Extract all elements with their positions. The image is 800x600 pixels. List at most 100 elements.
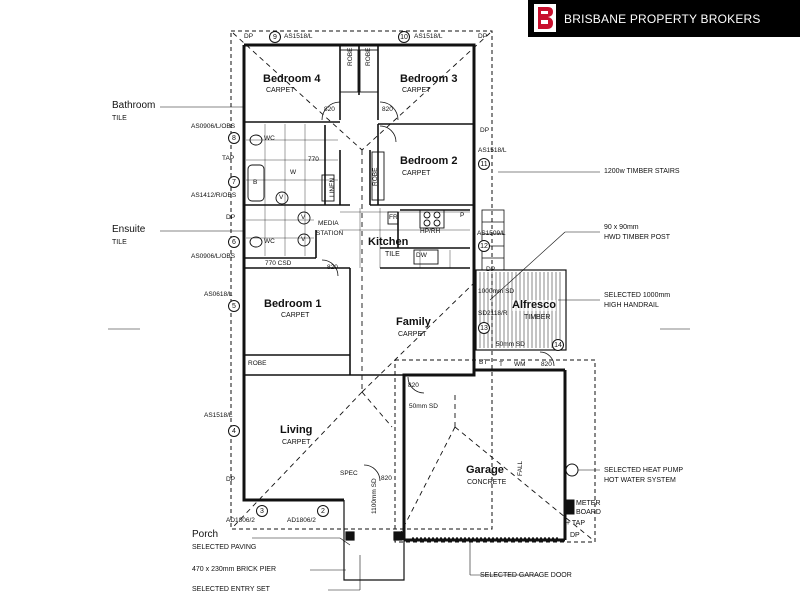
meter-callout-line2: BOARD bbox=[576, 509, 601, 516]
bedroom2-floor: CARPET bbox=[402, 170, 431, 177]
vanity-label: V bbox=[301, 214, 306, 221]
washer-label: W bbox=[290, 169, 297, 176]
bt-label: BT bbox=[479, 359, 488, 366]
downpipe-label: DP bbox=[480, 127, 490, 134]
window-marker: 6 bbox=[228, 236, 240, 248]
handrail-callout-line2: HIGH HANDRAIL bbox=[604, 302, 659, 309]
pantry-label: P bbox=[460, 212, 465, 219]
brand-logo-icon bbox=[534, 4, 556, 32]
porch-outline bbox=[343, 500, 405, 581]
robe-label: ROBE bbox=[347, 47, 354, 66]
window-marker: 11 bbox=[478, 158, 490, 170]
brand-banner: BRISBANE PROPERTY BROKERS bbox=[528, 0, 800, 37]
media-label: MEDIA bbox=[318, 220, 339, 227]
window-marker: 13 bbox=[478, 322, 490, 334]
kitchen-floor: TILE bbox=[385, 251, 400, 258]
bedroom1-label: Bedroom 1 bbox=[264, 298, 322, 310]
washing-machine-label: WM bbox=[514, 361, 526, 368]
robe-label: ROBE bbox=[372, 167, 379, 186]
garage-label: Garage bbox=[466, 464, 504, 476]
hotplate-label: HP/RH bbox=[420, 228, 441, 235]
bedroom1-floor: CARPET bbox=[281, 312, 310, 319]
tub-label: T bbox=[499, 361, 503, 368]
tile-grid bbox=[246, 124, 470, 268]
window-marker: 3 bbox=[256, 505, 268, 517]
window-code: AS1412/R/OBS bbox=[191, 192, 237, 199]
window-marker: 5 bbox=[228, 300, 240, 312]
window-marker: 7 bbox=[228, 176, 240, 188]
tap-callout: + TAP bbox=[566, 520, 586, 527]
window-code: AS1518/L bbox=[284, 33, 313, 40]
window-code: AS0618/L bbox=[204, 291, 233, 298]
bedroom3-floor: CARPET bbox=[402, 87, 431, 94]
window-marker: 12 bbox=[478, 240, 490, 252]
door-width: 820 bbox=[541, 361, 552, 368]
door-width: 770 bbox=[308, 156, 319, 163]
post-callout-line2: HWD TIMBER POST bbox=[604, 234, 670, 241]
bathroom-floor: TILE bbox=[112, 115, 127, 122]
window-code: AS0906/L/OBS bbox=[191, 253, 236, 260]
callout-leaders bbox=[108, 106, 690, 591]
brand-name: BRISBANE PROPERTY BROKERS bbox=[564, 12, 761, 26]
ensuite-label: Ensuite bbox=[112, 224, 146, 235]
bedroom4-label: Bedroom 4 bbox=[263, 73, 321, 85]
downpipe-label: DP bbox=[226, 214, 236, 221]
porch-floor: SELECTED PAVING bbox=[192, 544, 257, 551]
post-callout-line1: 90 x 90mm bbox=[604, 224, 639, 231]
heat-pump-unit bbox=[565, 463, 579, 477]
robe-label: ROBE bbox=[248, 360, 267, 367]
window-marker: 10 bbox=[398, 31, 410, 43]
downpipe-label: DP bbox=[226, 476, 236, 483]
garage-floor: CONCRETE bbox=[467, 479, 507, 486]
wc-label: WC bbox=[264, 135, 275, 142]
window-marker: 8 bbox=[228, 132, 240, 144]
kitchen-fixtures bbox=[387, 209, 445, 265]
bath-fixtures bbox=[247, 49, 385, 248]
downpipe-label: DP bbox=[244, 33, 254, 40]
sliding-door-code: 1000mm SD bbox=[478, 288, 515, 295]
roofline-outline bbox=[230, 30, 493, 530]
exterior-walls bbox=[242, 43, 567, 542]
door-width: 820 bbox=[327, 264, 338, 271]
spec-label: SPEC bbox=[340, 470, 358, 477]
meter-board-box bbox=[565, 499, 575, 515]
robe-label: ROBE bbox=[365, 47, 372, 66]
bedroom4-floor: CARPET bbox=[266, 87, 295, 94]
brick-pier-callout: 470 x 230mm BRICK PIER bbox=[192, 566, 277, 573]
living-floor: CARPET bbox=[282, 439, 311, 446]
downpipe-label: DP bbox=[486, 266, 496, 273]
fridge-label: FR bbox=[389, 214, 398, 221]
window-code: AD1806/2 bbox=[287, 517, 316, 524]
kitchen-label: Kitchen bbox=[368, 236, 409, 248]
dishwasher-label: DW bbox=[416, 252, 427, 259]
living-label: Living bbox=[280, 424, 313, 436]
window-marker: 9 bbox=[269, 31, 281, 43]
door-width: 820 bbox=[381, 475, 392, 482]
bedroom2-label: Bedroom 2 bbox=[400, 155, 458, 167]
door-width: 820 bbox=[324, 106, 335, 113]
vanity-label: V bbox=[279, 194, 284, 201]
handrail-callout-line1: SELECTED 1000mm bbox=[604, 292, 671, 299]
sliding-door-code: SD2118/R bbox=[478, 310, 508, 317]
door-width: 820 bbox=[382, 106, 393, 113]
station-label: STATION bbox=[316, 230, 344, 237]
downpipe-label: DP bbox=[478, 33, 488, 40]
vanity-label: V bbox=[301, 236, 306, 243]
tap-label: TAP bbox=[222, 155, 235, 162]
window-marker: 14 bbox=[552, 339, 564, 351]
cavity-slider-label: 770 CSD bbox=[265, 260, 292, 267]
window-marker: 4 bbox=[228, 425, 240, 437]
stairs-callout: 1200w TIMBER STAIRS bbox=[604, 168, 680, 175]
alfresco-label: Alfresco bbox=[512, 299, 557, 311]
door-swings bbox=[321, 101, 555, 482]
garage-door-callout: SELECTED GARAGE DOOR bbox=[480, 572, 572, 579]
heat-pump-callout-line2: HOT WATER SYSTEM bbox=[604, 477, 676, 484]
bath-label: B bbox=[253, 179, 258, 186]
fall-label: FALL bbox=[517, 460, 524, 476]
downpipe-callout: DP bbox=[570, 532, 580, 539]
family-label: Family bbox=[396, 316, 431, 328]
ensuite-floor: TILE bbox=[112, 239, 127, 246]
sliding-door-code: 1100mm SD bbox=[371, 478, 378, 514]
linen-label: LINEN bbox=[329, 177, 336, 197]
